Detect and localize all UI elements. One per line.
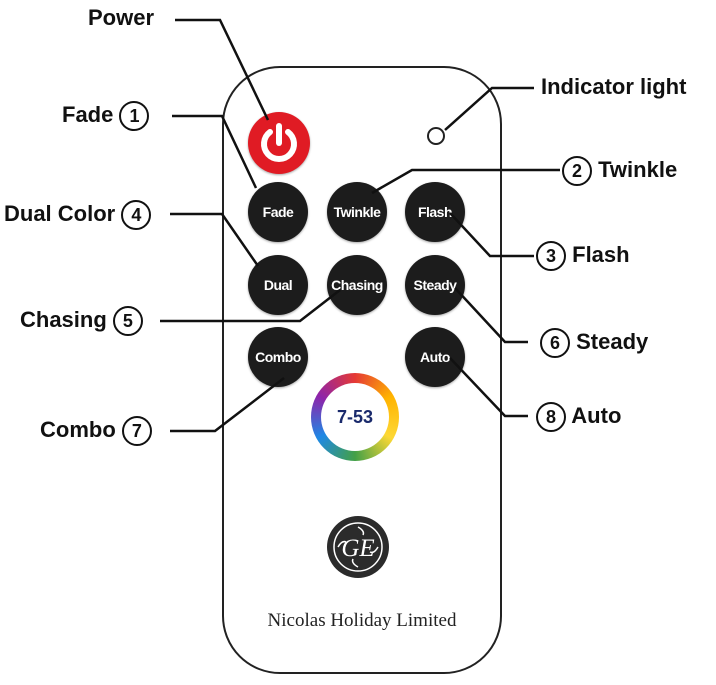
ge-logo-icon: GE xyxy=(327,516,389,578)
combo-button-label: Combo xyxy=(255,349,301,365)
callout-fade-number: 1 xyxy=(119,101,150,131)
callout-auto-text: Auto xyxy=(571,402,622,428)
callout-chasing-number: 5 xyxy=(112,306,143,336)
callout-power-text: Power xyxy=(88,5,155,30)
auto-button-label: Auto xyxy=(420,349,450,365)
steady-button-label: Steady xyxy=(413,277,457,293)
callout-chasing-text: Chasing xyxy=(20,306,107,332)
callout-steady-number: 6 xyxy=(540,328,570,358)
callout-flash: 3 Flash xyxy=(536,241,630,271)
callout-combo: Combo 7 xyxy=(40,416,152,446)
callout-twinkle: 2 Twinkle xyxy=(562,156,677,186)
callout-dual-color-text: Dual Color xyxy=(4,200,116,226)
callout-twinkle-number: 2 xyxy=(562,156,592,186)
callout-auto-number: 8 xyxy=(536,402,566,432)
callout-power: Power xyxy=(88,5,154,31)
power-button[interactable] xyxy=(248,112,310,174)
callout-dual-color-number: 4 xyxy=(121,200,152,230)
callout-fade: Fade 1 xyxy=(62,101,150,131)
chasing-button[interactable]: Chasing xyxy=(327,255,387,315)
flash-button-label: Flash xyxy=(417,204,453,220)
callout-dual-color: Dual Color 4 xyxy=(4,200,152,230)
callout-indicator: Indicator light xyxy=(541,74,686,100)
callout-chasing: Chasing 5 xyxy=(20,306,143,336)
twinkle-button-label: Twinkle xyxy=(333,204,381,220)
ge-logo-text: GE xyxy=(341,535,374,562)
steady-button[interactable]: Steady xyxy=(405,255,465,315)
callout-indicator-text: Indicator light xyxy=(541,74,687,99)
fade-button[interactable]: Fade xyxy=(248,182,308,242)
model-badge: 7-53 xyxy=(311,373,399,461)
flash-button[interactable]: Flash xyxy=(405,182,465,242)
callout-flash-text: Flash xyxy=(572,241,630,267)
model-number: 7-53 xyxy=(321,383,389,451)
callout-auto: 8 Auto xyxy=(536,402,621,432)
callout-steady: 6 Steady xyxy=(540,328,648,358)
auto-button[interactable]: Auto xyxy=(405,327,465,387)
callout-twinkle-text: Twinkle xyxy=(598,156,678,182)
callout-steady-text: Steady xyxy=(576,328,649,354)
chasing-button-label: Chasing xyxy=(331,277,383,293)
callout-combo-number: 7 xyxy=(121,416,152,446)
brand-text: Nicolas Holiday Limited xyxy=(267,610,457,631)
twinkle-button[interactable]: Twinkle xyxy=(327,182,387,242)
callout-flash-number: 3 xyxy=(536,241,566,271)
dual-button-label: Dual xyxy=(263,277,293,293)
callout-fade-text: Fade xyxy=(62,101,114,127)
callout-combo-text: Combo xyxy=(40,416,116,442)
indicator-light xyxy=(427,127,445,145)
fade-button-label: Fade xyxy=(262,204,294,220)
power-icon xyxy=(261,123,297,162)
combo-button[interactable]: Combo xyxy=(248,327,308,387)
